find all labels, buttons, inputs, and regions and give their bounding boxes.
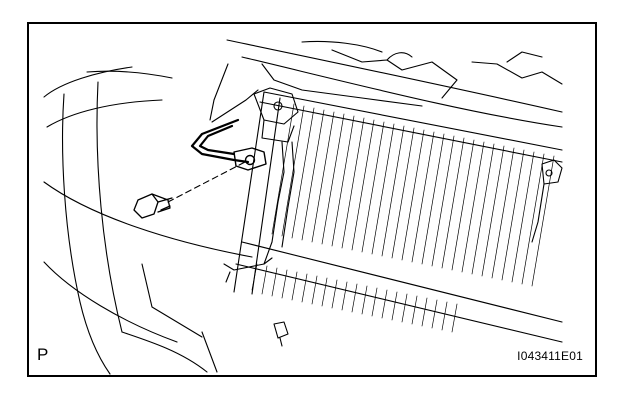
condenser-fins bbox=[251, 103, 555, 333]
view-code-label: P bbox=[37, 345, 49, 364]
illustration-drawing bbox=[43, 39, 563, 375]
hood-lock-assembly bbox=[223, 87, 299, 283]
radiator-support bbox=[209, 39, 563, 128]
installation-guide-line bbox=[167, 161, 246, 203]
lower-stud bbox=[273, 321, 289, 347]
illustration-frame: P I043411E01 bbox=[27, 22, 597, 377]
bumper-cover bbox=[43, 66, 253, 375]
side-connector bbox=[531, 159, 563, 243]
mounting-clamp bbox=[233, 147, 267, 171]
bolt bbox=[133, 193, 173, 219]
illustration-id-label: I043411E01 bbox=[517, 349, 583, 363]
lock-cable-bracket bbox=[190, 118, 250, 164]
condenser-core bbox=[233, 91, 563, 343]
